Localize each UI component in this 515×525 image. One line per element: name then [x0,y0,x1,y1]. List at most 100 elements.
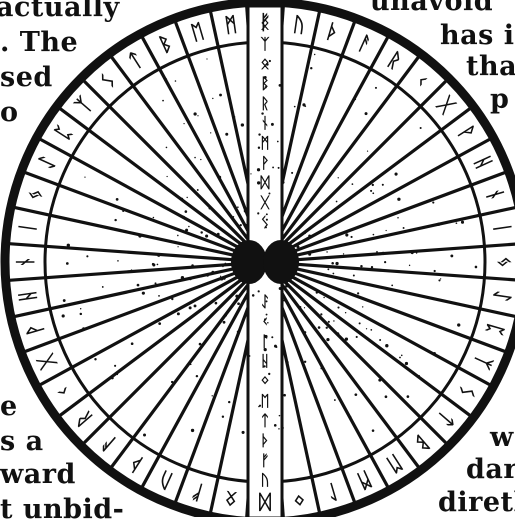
outer-rune: ᛃ [493,256,515,268]
speckle [279,287,282,290]
speckle [310,67,312,69]
hub-right [263,240,299,284]
speckle [138,234,141,237]
speckle [247,292,248,293]
speckle [294,106,296,108]
speckle [80,308,81,309]
column-rune: ᚢ [260,471,269,489]
speckle [212,395,213,396]
speckle [94,358,96,360]
speckle [185,210,188,213]
speckle [240,224,242,226]
speckle [326,327,328,329]
speckle [336,332,339,335]
speckle [264,76,267,79]
speckle [326,251,327,252]
speckle [199,343,202,346]
speckle [365,112,368,115]
speckle [322,339,324,341]
speckle [266,219,268,221]
speckle [225,133,228,136]
speckle [366,328,367,329]
speckle [350,236,352,238]
speckle [345,338,348,341]
speckle [117,260,119,262]
speckle [200,309,203,312]
speckle [175,80,177,82]
speckle [440,278,441,279]
speckle [235,295,238,298]
column-rune: ᚾ [260,114,269,132]
speckle [384,261,386,263]
speckle [274,424,277,427]
speckle [153,217,155,219]
speckle [114,219,116,221]
speckle [432,202,434,204]
speckle [420,127,422,129]
speckle [215,302,218,305]
speckle [327,268,329,270]
speckle [293,277,295,279]
speckle [282,427,284,429]
speckle [142,292,145,295]
speckle [102,286,104,288]
speckle [266,314,268,316]
speckle [304,331,306,333]
speckle [266,213,268,215]
speckle [158,295,160,297]
speckle [191,429,194,432]
speckle [177,246,178,247]
speckle [186,197,187,198]
speckle [194,157,196,159]
speckle [166,147,168,149]
speckle [433,352,435,354]
speckle [357,292,359,294]
speckle [133,190,135,192]
column-rune: ᚷ [259,194,270,212]
speckle [62,314,65,317]
speckle [293,252,295,254]
speckle [331,262,334,265]
speckle [281,209,282,210]
speckle [237,331,239,333]
speckle [345,233,348,236]
column-rune: ᛉ [260,35,269,53]
speckle [381,252,384,255]
speckle [234,116,236,118]
column-rune: ᚠ [260,451,269,469]
speckle [336,201,338,203]
speckle [237,206,239,208]
speckle [271,123,274,126]
speckle [362,306,363,307]
column-rune: ᛖ [260,392,269,410]
speckle [218,176,221,179]
speckle [333,320,334,321]
speckle [188,226,190,228]
speckle [285,285,288,288]
speckle [82,327,85,330]
speckle [183,268,184,269]
speckle [385,344,388,347]
speckle [185,229,188,232]
speckle [302,103,305,106]
speckle [337,306,339,308]
speckle [275,346,277,348]
speckle [457,323,460,326]
speckle [257,168,260,171]
speckle [323,297,324,298]
speckle [222,264,224,266]
speckle [332,273,334,275]
speckle [189,277,192,280]
speckle [263,365,265,367]
speckle [291,172,293,174]
speckle [352,183,354,185]
column-rune: ᚱ [260,94,269,112]
column-rune: ᛏ [260,412,269,430]
speckle [233,216,235,218]
speckle [219,258,222,261]
speckle [304,232,306,234]
speckle [334,399,336,401]
speckle [194,112,197,115]
column-rune: ᚺ [260,352,269,370]
speckle [301,282,303,284]
